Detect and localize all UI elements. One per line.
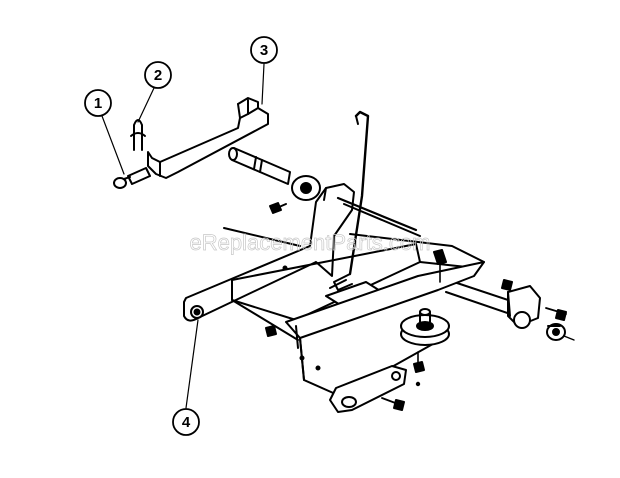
link-bolt-part [381,397,405,411]
callout-2: 2 [144,61,172,89]
callout-label: 4 [182,414,191,431]
pivot-frame-part [183,183,521,413]
clevis-pin-part [113,167,151,189]
idler-pulley-part [400,308,450,346]
callout-4: 4 [172,408,200,436]
callout-label: 3 [260,42,268,59]
callout-1: 1 [84,89,112,117]
callout-3: 3 [250,36,278,64]
u-bracket-part [147,97,291,185]
lower-nut-part [413,351,425,387]
callout-label: 1 [94,95,102,112]
right-bushing-part [501,279,575,341]
watermark-text: eReplacementParts.com [190,230,431,255]
pulley-bolt-part [433,249,447,283]
spacer-collar-part [291,175,321,201]
callout-label: 2 [154,67,162,84]
bolt-part [269,202,287,214]
hairpin-clip-part [130,119,146,151]
frame-nut-part [265,325,277,337]
callout-leaders [101,63,265,409]
control-rod-part [329,110,370,291]
